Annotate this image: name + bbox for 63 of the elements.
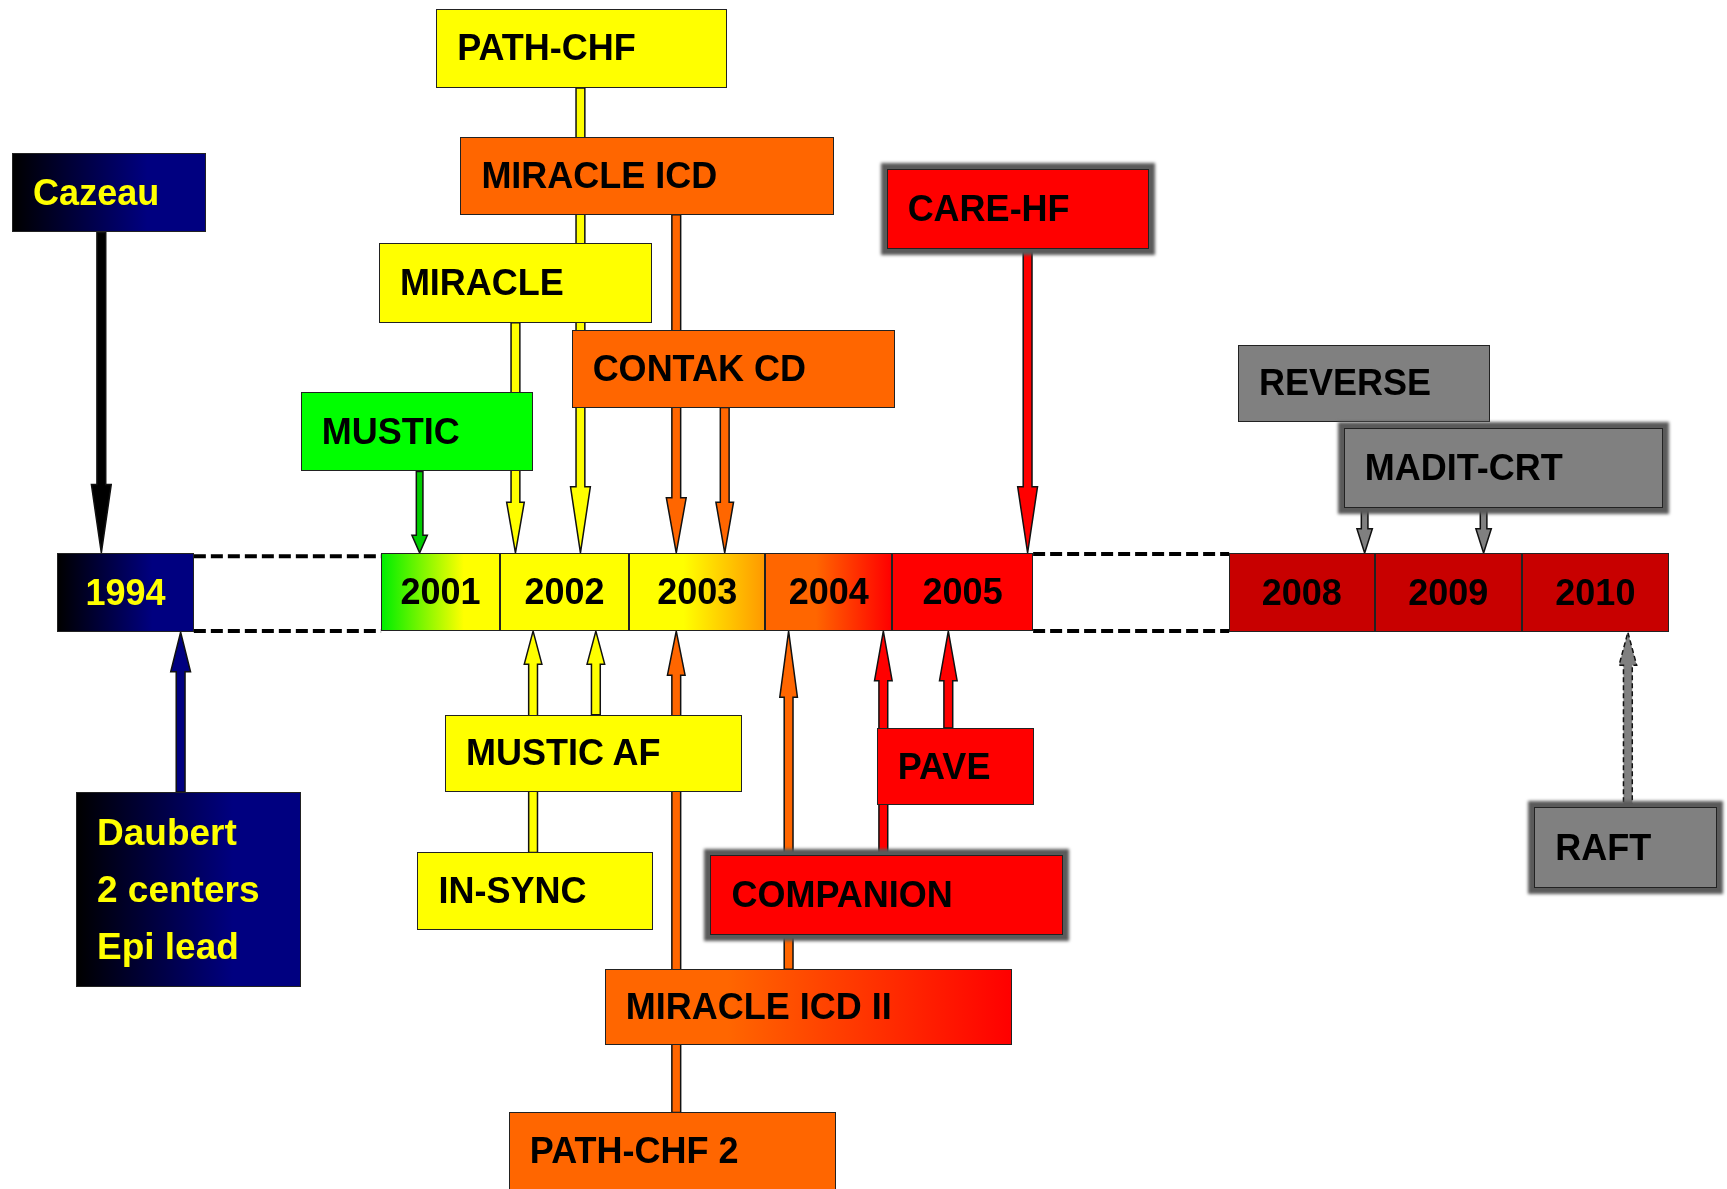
year-label: 2010 — [1555, 572, 1636, 613]
year-label: 2001 — [400, 572, 481, 612]
trial-name: PAVE — [897, 746, 991, 787]
trial-box — [12, 153, 206, 233]
trial-name: IN-SYNC — [438, 871, 587, 912]
year-label: 2009 — [1408, 572, 1489, 613]
dashed-line — [1033, 552, 1230, 556]
trial-box — [76, 791, 301, 987]
trial-name: Daubert 2 centers Epi lead — [97, 810, 261, 969]
trial-box — [876, 728, 1035, 806]
trial-name: MADIT-CRT — [1364, 448, 1563, 489]
year-box — [628, 552, 766, 632]
year-label: 2008 — [1261, 572, 1342, 613]
year-box — [57, 552, 194, 633]
year-box — [892, 552, 1034, 632]
year-label: 2005 — [922, 572, 1003, 612]
trial-box — [508, 1112, 836, 1189]
year-box — [1229, 552, 1375, 633]
trial-box — [417, 852, 654, 930]
trial-name: CONTAK CD — [592, 348, 806, 389]
year-box — [1522, 552, 1669, 633]
trial-name: CARE-HF — [907, 188, 1070, 229]
year-box — [381, 552, 500, 632]
trial-name: MUSTIC AF — [465, 733, 661, 774]
trial-name: PATH-CHF 2 — [529, 1130, 739, 1171]
trial-name: Cazeau — [33, 172, 160, 213]
arrow — [715, 406, 735, 554]
trial-name: COMPANION — [731, 874, 953, 915]
arrow — [90, 231, 113, 554]
year-box — [1374, 552, 1523, 633]
trial-box — [571, 330, 896, 408]
trial-name: REVERSE — [1258, 363, 1432, 404]
arrow — [586, 628, 606, 716]
arrow — [1355, 507, 1374, 556]
trial-box — [886, 168, 1149, 249]
trial-name: RAFT — [1555, 827, 1652, 868]
trial-box — [378, 243, 652, 323]
arrow — [169, 631, 192, 793]
arrow — [1474, 507, 1493, 556]
trial-name: MUSTIC — [321, 411, 460, 452]
year-label: 2002 — [524, 572, 605, 612]
year-box — [500, 552, 629, 632]
trial-box — [710, 854, 1063, 936]
trial-box — [300, 392, 534, 472]
year-label: 2003 — [657, 572, 738, 612]
trial-box — [1237, 344, 1491, 422]
trial-box — [436, 8, 727, 89]
trial-name: MIRACLE — [399, 263, 564, 304]
trial-box — [460, 136, 834, 215]
trial-box — [444, 714, 743, 792]
trial-box — [604, 969, 1013, 1046]
trial-name: MIRACLE ICD — [481, 155, 718, 196]
arrow — [938, 630, 958, 729]
trial-box — [1534, 807, 1718, 888]
year-label: 2004 — [788, 572, 869, 612]
trial-name: MIRACLE ICD II — [625, 987, 892, 1028]
arrow — [1016, 248, 1039, 554]
year-label: 1994 — [85, 572, 166, 613]
year-box — [765, 552, 893, 632]
trial-name: PATH-CHF — [457, 28, 636, 69]
dashed-line — [1033, 629, 1230, 634]
arrow — [410, 470, 429, 555]
trial-box — [1343, 428, 1664, 508]
